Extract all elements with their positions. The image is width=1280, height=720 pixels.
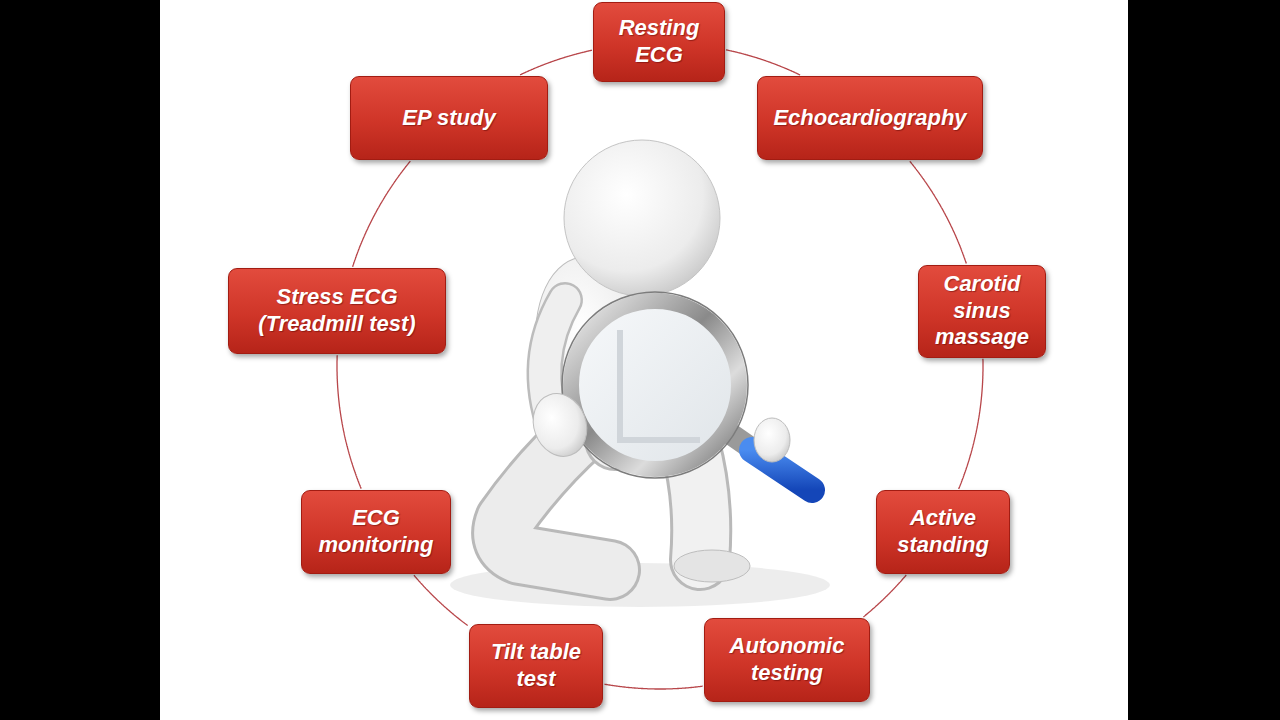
test-box: Active standing (876, 490, 1010, 574)
ring-connector (353, 161, 411, 267)
box-label: ECG monitoring (315, 505, 437, 559)
box-content: Active standing (887, 505, 999, 559)
box-label: Autonomic testing (717, 633, 857, 687)
side-bar (1128, 0, 1280, 720)
box-label: Echocardiography (773, 105, 966, 132)
test-box: Carotid sinus massage (918, 265, 1046, 358)
box-label: Active standing (887, 505, 999, 559)
test-box: Tilt table test (469, 624, 603, 708)
box-content: Echocardiography (773, 105, 966, 132)
magnifier-lens (571, 301, 739, 469)
test-box: ECG monitoring (301, 490, 451, 574)
ring-connector (520, 50, 592, 75)
box-label: Stress ECG (Treadmill test) (239, 284, 435, 338)
ring-connector (414, 575, 468, 625)
lens-reflection (620, 330, 700, 440)
box-content: Autonomic testing (717, 633, 857, 687)
figure-foot (674, 550, 750, 582)
ring-connector (726, 50, 800, 75)
magnifier-rim (571, 301, 739, 469)
ring-connector (605, 684, 703, 689)
test-box: Resting ECG (593, 2, 725, 82)
figure-hand (754, 418, 790, 462)
box-label: Resting ECG (604, 15, 714, 69)
side-bar (0, 0, 160, 720)
ring-connector (910, 161, 967, 263)
test-box: Autonomic testing (704, 618, 870, 702)
test-box: Stress ECG (Treadmill test) (228, 268, 446, 354)
magnifier-rim (562, 292, 748, 478)
box-content: ECG monitoring (315, 505, 437, 559)
box-label: EP study (402, 105, 495, 132)
box-content: EP study (402, 105, 495, 132)
ring-connector (863, 575, 906, 617)
figure-hand (525, 386, 596, 464)
test-box: Echocardiography (757, 76, 983, 160)
box-content: Carotid sinus massage (929, 271, 1035, 351)
ring-connector (337, 355, 361, 488)
test-box: EP study (350, 76, 548, 160)
box-content: Stress ECG (Treadmill test) (239, 284, 435, 338)
box-label: Tilt table test (480, 639, 592, 693)
box-content: Resting ECG (604, 15, 714, 69)
ring-connector (959, 359, 983, 489)
box-label: Carotid sinus massage (929, 271, 1035, 351)
box-content: Tilt table test (480, 639, 592, 693)
figure-head (564, 140, 720, 296)
